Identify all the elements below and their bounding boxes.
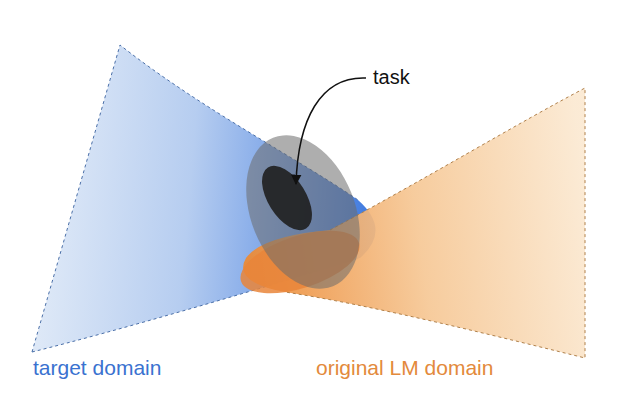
task-leader [296, 78, 366, 184]
original-domain-label: original LM domain [316, 356, 493, 379]
task-label: task [373, 66, 410, 88]
grey-region [225, 118, 381, 305]
target-domain-label: target domain [33, 356, 161, 379]
original-cone [243, 88, 585, 358]
task-region [252, 157, 322, 238]
